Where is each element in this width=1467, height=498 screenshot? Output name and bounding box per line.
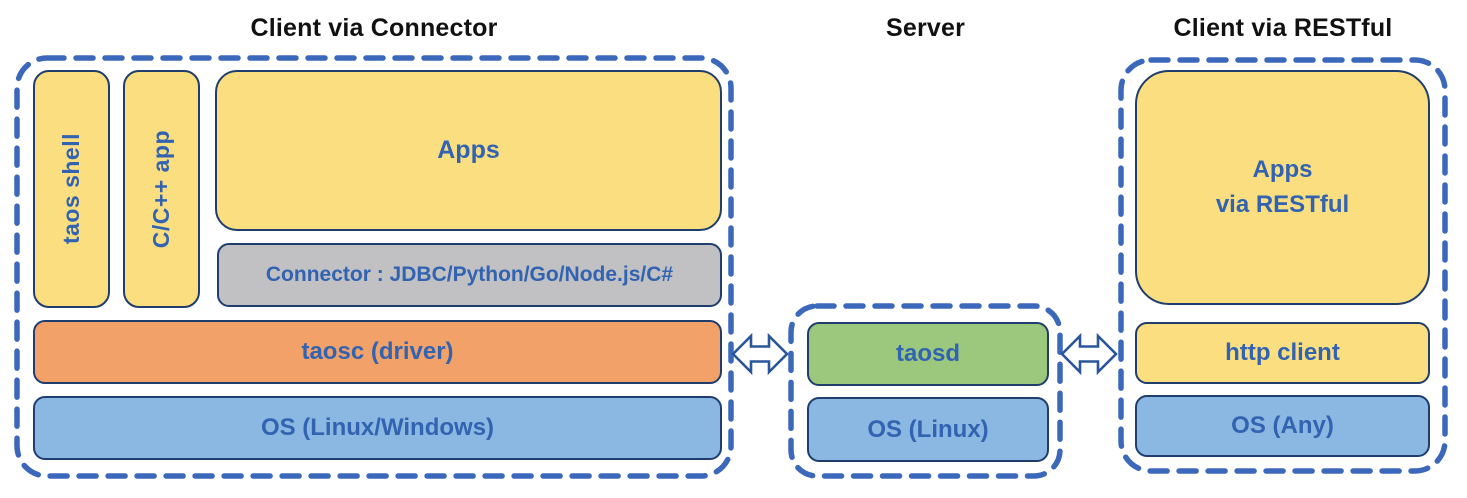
- apps-via-restful-box: Apps via RESTful: [1135, 70, 1430, 305]
- os-linux-windows-label: OS (Linux/Windows): [260, 414, 495, 441]
- os-any-label: OS (Any): [1231, 412, 1334, 439]
- os-linux-label: OS (Linux): [867, 415, 989, 443]
- client-restful-title: Client via RESTful: [1173, 14, 1393, 42]
- taos-shell-box: taos shell: [33, 70, 110, 308]
- taosc-driver-box: taosc (driver): [33, 320, 722, 384]
- os-linux-box: OS (Linux): [807, 397, 1049, 462]
- taosd-box: taosd: [807, 322, 1049, 386]
- apps-via-restful-label-line2: via RESTful: [1215, 190, 1350, 218]
- cpp-app-label: C/C++ app: [148, 129, 174, 249]
- bidirectional-arrow-icon: [1060, 332, 1118, 376]
- os-any-box: OS (Any): [1135, 395, 1430, 457]
- apps-label: Apps: [437, 136, 500, 164]
- taosc-driver-label: taosc (driver): [301, 338, 454, 365]
- http-client-label: http client: [1225, 339, 1340, 366]
- http-client-box: http client: [1135, 322, 1430, 384]
- taos-shell-label: taos shell: [58, 133, 84, 245]
- apps-box: Apps: [215, 70, 722, 231]
- server-title: Server: [885, 14, 966, 42]
- client-connector-group-border: [14, 55, 734, 479]
- apps-via-restful-label-line1: Apps: [1252, 155, 1313, 183]
- server-group-border: [788, 303, 1063, 479]
- os-linux-windows-box: OS (Linux/Windows): [33, 396, 722, 460]
- cpp-app-box: C/C++ app: [123, 70, 200, 308]
- client-connector-title: Client via Connector: [250, 14, 498, 42]
- connector-box: Connector : JDBC/Python/Go/Node.js/C#: [217, 243, 722, 307]
- bidirectional-arrow-icon: [731, 332, 789, 376]
- client-restful-group-border: [1118, 57, 1448, 474]
- connector-label: Connector : JDBC/Python/Go/Node.js/C#: [265, 263, 674, 286]
- taosd-label: taosd: [895, 340, 960, 367]
